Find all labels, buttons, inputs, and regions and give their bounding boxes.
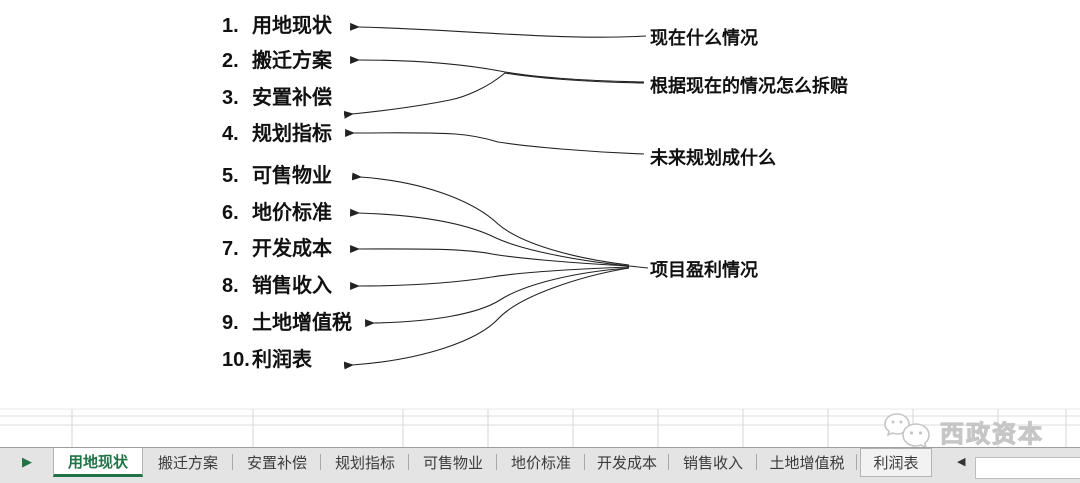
- diagram-item-label: 地价标准: [252, 202, 332, 224]
- connector-curve-6: [349, 208, 630, 267]
- diagram-item-1: 1. 用地现状: [222, 14, 332, 38]
- connector-curve-9: [365, 267, 630, 328]
- connector-stub-profit: [628, 265, 649, 269]
- sheet-nav-forward-icon[interactable]: ▶: [22, 454, 32, 469]
- diagram-item-number: 8.: [222, 275, 239, 297]
- sheet-tab-开发成本[interactable]: 开发成本: [585, 448, 669, 477]
- sheet-tabs: 用地现状搬迁方案安置补偿规划指标可售物业地价标准开发成本销售收入土地增值税利润表: [53, 448, 932, 477]
- diagram-item-4: 4. 规划指标: [222, 122, 332, 146]
- diagram-annotation-1: 现在什么情况: [650, 28, 758, 48]
- sheet-tab-搬迁方案[interactable]: 搬迁方案: [143, 448, 233, 477]
- diagram-item-2: 2. 搬迁方案: [222, 49, 332, 73]
- diagram-item-5: 5. 可售物业: [222, 164, 332, 188]
- diagram-annotation-2: 根据现在的情况怎么拆赔: [650, 76, 848, 96]
- sheet-tab-用地现状[interactable]: 用地现状: [53, 448, 143, 477]
- diagram-item-number: 9.: [222, 312, 239, 334]
- scrollbar-left-icon[interactable]: ◀: [957, 456, 966, 468]
- diagram-item-number: 3.: [222, 87, 239, 109]
- connector-curve-10: [343, 267, 630, 370]
- wechat-icon: [884, 413, 930, 450]
- diagram-annotation-3: 未来规划成什么: [650, 148, 776, 168]
- diagram-item-label: 土地增值税: [252, 312, 352, 334]
- diagram-item-label: 开发成本: [252, 238, 332, 260]
- workbook-structure-diagram: 1. 用地现状 2. 搬迁方案 3. 安置补偿 4. 规划指标 5. 可售物业 6. 地价标准 7. 开发…: [222, 14, 848, 372]
- diagram-item-number: 1.: [222, 15, 239, 37]
- horizontal-scrollbar[interactable]: [975, 457, 1080, 479]
- diagram-item-10: 10.利润表: [222, 348, 312, 372]
- diagram-item-number: 5.: [222, 165, 239, 187]
- diagram-item-label: 利润表: [252, 349, 312, 371]
- connector-curves: [343, 22, 649, 370]
- sheet-tab-可售物业[interactable]: 可售物业: [409, 448, 497, 477]
- sheet-tab-地价标准[interactable]: 地价标准: [497, 448, 585, 477]
- connector-curve-4: [345, 129, 645, 155]
- diagram-annotation-4: 项目盈利情况: [650, 260, 758, 280]
- diagram-item-number: 2.: [222, 50, 239, 72]
- connector-curve-3: [343, 72, 645, 119]
- sheet-tab-bar: ▶ 用地现状搬迁方案安置补偿规划指标可售物业地价标准开发成本销售收入土地增值税利…: [0, 447, 1080, 483]
- diagram-item-label: 销售收入: [252, 275, 332, 297]
- sheet-tab-利润表[interactable]: 利润表: [860, 448, 932, 477]
- diagram-item-9: 9. 土地增值税: [222, 311, 352, 335]
- diagram-item-label: 规划指标: [252, 123, 332, 145]
- diagram-item-label: 可售物业: [252, 165, 332, 187]
- sheet-tab-安置补偿[interactable]: 安置补偿: [233, 448, 321, 477]
- diagram-item-number: 7.: [222, 238, 239, 260]
- sheet-tab-销售收入[interactable]: 销售收入: [669, 448, 757, 477]
- watermark: 西政资本: [884, 412, 1044, 450]
- connector-curve-5: [351, 172, 630, 266]
- diagram-item-label: 用地现状: [252, 15, 332, 37]
- connector-curve-1: [349, 22, 647, 38]
- diagram-item-number: 6.: [222, 202, 239, 224]
- diagram-item-3: 3. 安置补偿: [222, 86, 332, 110]
- diagram-item-label: 安置补偿: [252, 87, 332, 109]
- connector-curve-2: [350, 56, 645, 83]
- diagram-item-label: 搬迁方案: [252, 50, 332, 72]
- sheet-tab-规划指标[interactable]: 规划指标: [321, 448, 409, 477]
- diagram-item-6: 6. 地价标准: [222, 201, 332, 225]
- sheet-tab-土地增值税[interactable]: 土地增值税: [757, 448, 857, 477]
- diagram-item-number: 10.: [222, 349, 250, 371]
- diagram-item-8: 8. 销售收入: [222, 274, 332, 298]
- diagram-item-number: 4.: [222, 123, 239, 145]
- watermark-text: 西政资本: [940, 420, 1044, 448]
- connector-curve-8: [350, 266, 630, 290]
- diagram-item-7: 7. 开发成本: [222, 237, 332, 261]
- connector-curve-7: [350, 245, 630, 267]
